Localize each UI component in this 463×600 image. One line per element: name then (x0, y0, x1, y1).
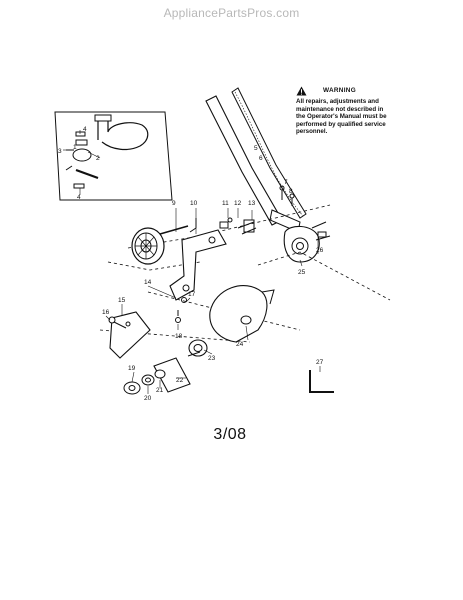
callout-3: 3 (58, 148, 62, 155)
callout-18: 18 (175, 333, 183, 340)
callout-2: 2 (96, 155, 100, 162)
warning-triangle-icon (296, 86, 307, 96)
callout-numbers: 4 1 3 2 4 5 6 7 8 9 10 11 12 13 14 15 16… (58, 126, 324, 402)
callout-19: 19 (128, 365, 136, 372)
gear-housing (283, 221, 331, 263)
bracket (169, 219, 257, 301)
warning-line-4: performed by qualified service (296, 120, 386, 128)
callout-20: 20 (144, 395, 152, 402)
callout-21: 21 (156, 387, 164, 394)
callout-7: 7 (284, 179, 288, 186)
callout-13: 13 (248, 200, 256, 207)
leader-lines (63, 130, 321, 394)
blade-stack (123, 339, 208, 395)
callout-8: 8 (289, 188, 293, 195)
warning-title: WARNING (323, 87, 356, 95)
callout-9: 9 (172, 200, 176, 207)
callout-27: 27 (316, 359, 324, 366)
callout-15: 15 (118, 297, 126, 304)
callout-4a: 4 (83, 126, 87, 133)
hex-key (309, 370, 334, 393)
callout-14: 14 (144, 279, 152, 286)
callout-24: 24 (236, 341, 244, 348)
warning-line-1: All repairs, adjustments and (296, 98, 379, 105)
callout-1: 1 (73, 144, 77, 151)
date-code: 3/08 (213, 426, 247, 443)
callout-11: 11 (222, 200, 229, 207)
callout-26: 26 (316, 247, 324, 254)
callout-25: 25 (298, 269, 306, 276)
fasteners (108, 185, 295, 329)
site-watermark: AppliancePartsPros.com (163, 6, 300, 20)
callout-12: 12 (234, 200, 242, 207)
warning-notice: WARNING All repairs, adjustments and mai… (296, 86, 426, 136)
callout-5: 5 (254, 145, 258, 152)
inset-box (54, 111, 173, 201)
blade-guard (209, 285, 275, 343)
blade-plate (109, 311, 151, 359)
wheel (131, 225, 189, 265)
warning-line-2: maintenance not described in (296, 105, 384, 113)
callout-16: 16 (102, 309, 110, 316)
callout-10: 10 (190, 200, 198, 207)
callout-22: 22 (176, 377, 184, 384)
callout-4b: 4 (77, 194, 81, 201)
callout-6: 6 (259, 155, 263, 162)
callout-17: 17 (188, 291, 196, 298)
callout-23: 23 (208, 355, 216, 362)
warning-line-5: personnel. (296, 128, 328, 136)
warning-line-3: the Operator's Manual must be (296, 113, 387, 121)
shaft-assembly (205, 87, 307, 233)
